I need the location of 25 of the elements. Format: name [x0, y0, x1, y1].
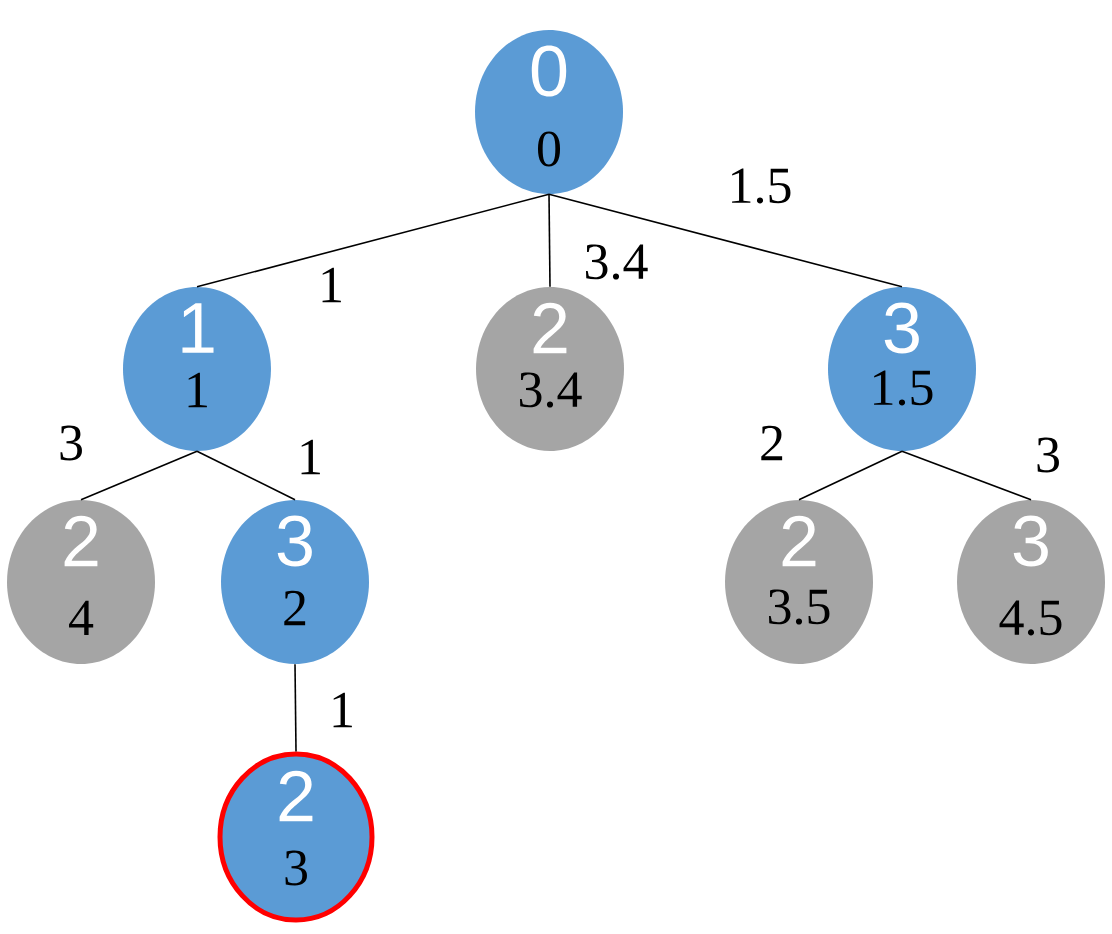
tree-node: 2 3.4: [476, 287, 624, 451]
edge-label: 2: [761, 425, 783, 461]
tree-node: 0 0: [475, 30, 623, 194]
connector-line: [80, 450, 198, 501]
connector-line: [294, 663, 297, 753]
edge-label: 1: [333, 692, 352, 728]
connector-line: [196, 193, 550, 288]
connector-line: [548, 193, 903, 288]
edge-label: 1: [301, 439, 320, 475]
edge-label: 3: [1037, 437, 1059, 473]
edge-label: 1: [322, 267, 341, 303]
connector-line: [798, 450, 903, 501]
tree-node: 2 3.5: [725, 500, 873, 664]
tree-node: 3 2: [221, 500, 369, 664]
connector-line: [548, 193, 551, 288]
tree-node: 3 4.5: [957, 500, 1105, 664]
edge-label: 3.4: [586, 244, 648, 280]
tree-node: 2 3: [217, 751, 375, 923]
connector-line: [901, 450, 1032, 501]
tree-node: 1 1: [123, 287, 271, 451]
tree-node: 3 1.5: [828, 287, 976, 451]
tree-node: 2 4: [7, 500, 155, 664]
edge-label: 1.5: [732, 168, 791, 204]
connector-line: [196, 450, 296, 501]
edge-label: 3: [60, 425, 82, 461]
